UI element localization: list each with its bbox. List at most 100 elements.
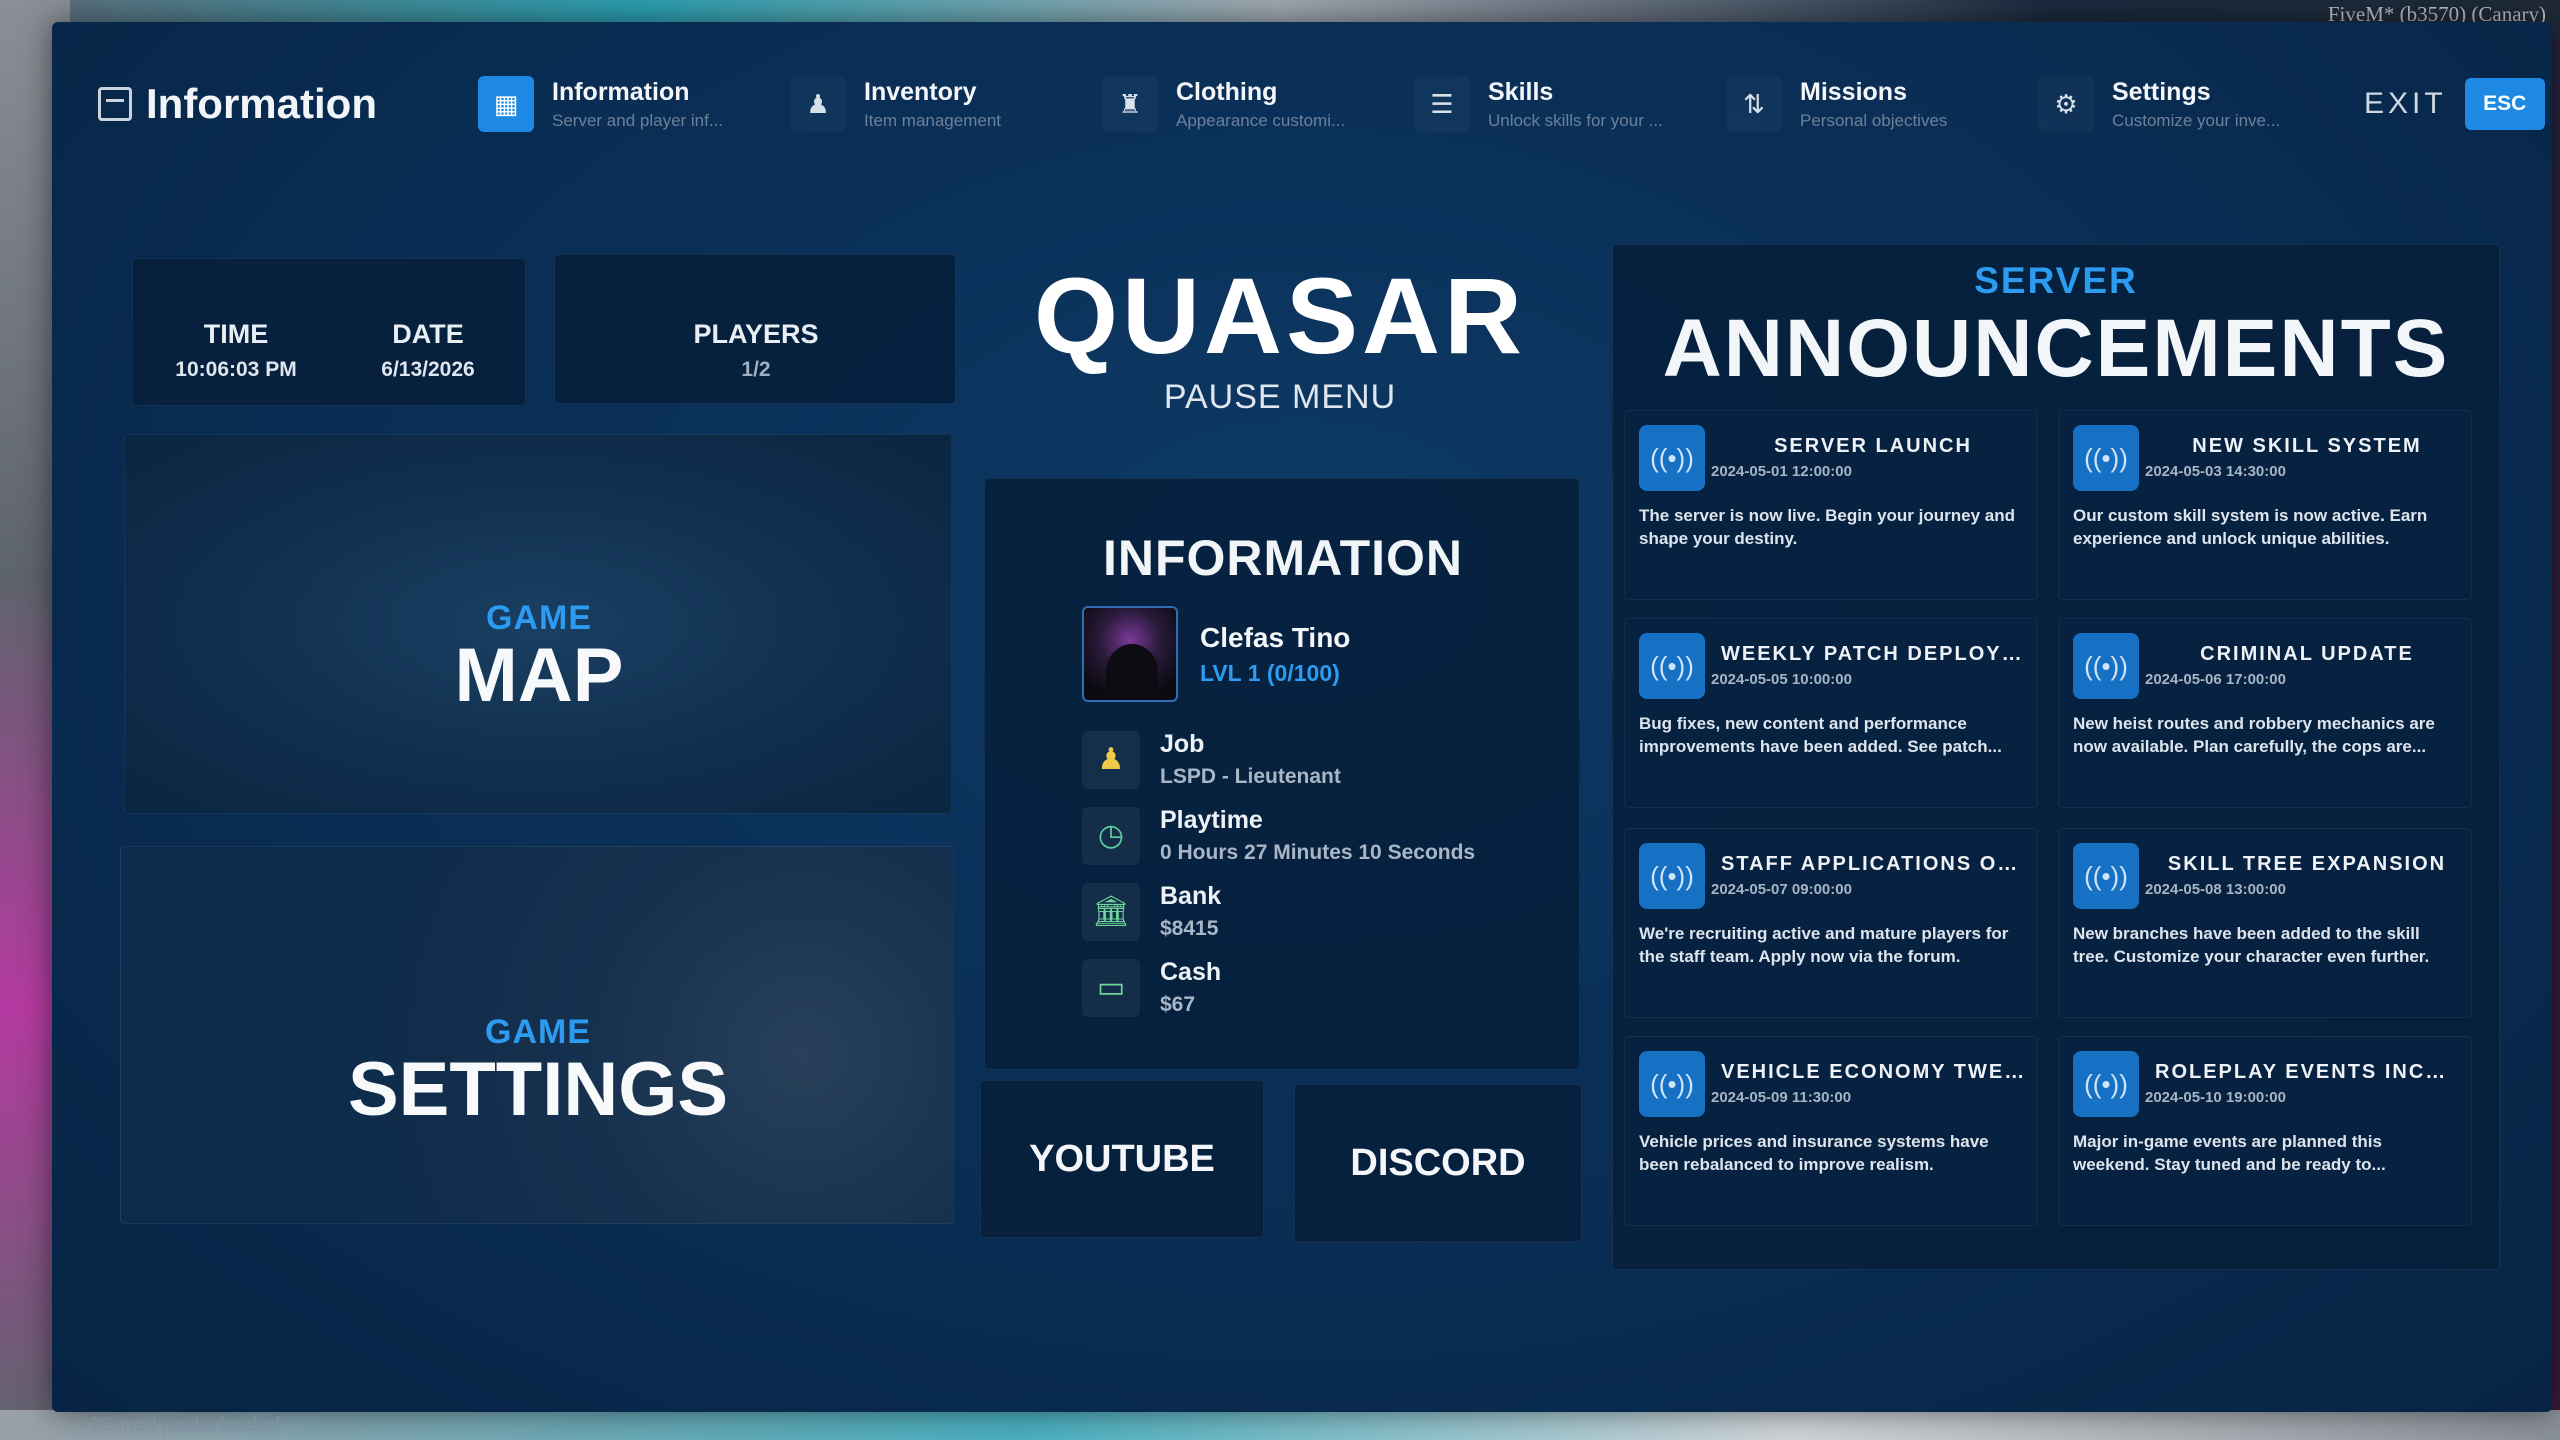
info-row-bank: 🏛 Bank $8415 bbox=[1082, 882, 1221, 941]
broadcast-icon: ((•)) bbox=[2073, 633, 2139, 699]
info-row-value: LSPD - Lieutenant bbox=[1160, 765, 1341, 788]
tab-skills[interactable]: ☰ Skills Unlock skills for your ... bbox=[1400, 64, 1712, 144]
archive-icon bbox=[98, 87, 132, 121]
information-title: INFORMATION bbox=[1102, 530, 1464, 586]
tab-subtitle: Personal objectives bbox=[1800, 110, 1948, 130]
gear-icon: ⚙ bbox=[2038, 76, 2094, 132]
broadcast-icon: ((•)) bbox=[2073, 843, 2139, 909]
esc-button[interactable]: ESC bbox=[2464, 78, 2545, 130]
tab-clothing[interactable]: ♜ Clothing Appearance customi... bbox=[1088, 64, 1400, 144]
info-row-value: $67 bbox=[1160, 993, 1196, 1016]
announcement-date: 2024-05-05 10:00:00 bbox=[1711, 671, 1852, 688]
broadcast-icon: ((•)) bbox=[1639, 425, 1705, 491]
brand-block: QUASAR PAUSE MENU bbox=[980, 262, 1580, 417]
announcements-header: SERVER ANNOUNCEMENTS bbox=[1612, 260, 2500, 390]
game-map-button[interactable]: GAME MAP bbox=[124, 434, 952, 814]
info-row-cash: ▭ Cash $67 bbox=[1082, 958, 1221, 1017]
tab-label: Settings bbox=[2112, 77, 2211, 106]
announcement-date: 2024-05-06 17:00:00 bbox=[2145, 671, 2286, 688]
announcements-title: ANNOUNCEMENTS bbox=[1662, 303, 2450, 394]
date-label: DATE bbox=[392, 319, 464, 349]
announcement-title: SERVER LAUNCH bbox=[1774, 435, 1972, 457]
announcement-date: 2024-05-03 14:30:00 bbox=[2145, 463, 2286, 480]
announcement-date: 2024-05-09 11:30:00 bbox=[1711, 1089, 1852, 1106]
brand-title: QUASAR bbox=[1033, 255, 1527, 376]
broadcast-icon: ((•)) bbox=[1639, 1051, 1705, 1117]
broadcast-icon: ((•)) bbox=[1639, 843, 1705, 909]
info-row-value: 0 Hours 27 Minutes 10 Seconds bbox=[1160, 841, 1476, 864]
broadcast-icon: ((•)) bbox=[2073, 1051, 2139, 1117]
brand-subtitle: PAUSE MENU bbox=[1163, 378, 1397, 416]
tab-label: Information bbox=[552, 77, 690, 106]
person-icon: ♟ bbox=[790, 76, 846, 132]
players-value: 1/2 bbox=[741, 358, 771, 381]
game-settings-button[interactable]: GAME SETTINGS bbox=[120, 846, 954, 1224]
announcement-title: WEEKLY PATCH DEPLOYED bbox=[1721, 643, 2025, 665]
player-name: Clefas Tino bbox=[1200, 621, 1351, 653]
top-tabs: ▦ Information Server and player inf... ♟… bbox=[464, 64, 2336, 144]
announcement-card: ((•)) WEEKLY PATCH DEPLOYED 2024-05-05 10:… bbox=[1624, 618, 2038, 808]
announcement-body: New heist routes and robbery mechanics a… bbox=[2073, 714, 2435, 756]
announcement-title: ROLEPLAY EVENTS INCOMI... bbox=[2155, 1061, 2459, 1083]
tab-inventory[interactable]: ♟ Inventory Item management bbox=[776, 64, 1088, 144]
player-level: LVL 1 (0/100) bbox=[1200, 659, 1340, 686]
wallet-icon: ▭ bbox=[1082, 958, 1140, 1017]
tab-label: Skills bbox=[1488, 77, 1554, 106]
pause-menu-panel: Information ▦ Information Server and pla… bbox=[52, 22, 2552, 1436]
page-title: Information bbox=[146, 80, 377, 127]
info-row-playtime: ◷ Playtime 0 Hours 27 Minutes 10 Seconds bbox=[1082, 806, 1475, 865]
avatar bbox=[1082, 606, 1178, 702]
map-sub-label: GAME bbox=[486, 599, 592, 637]
info-row-label: Job bbox=[1160, 730, 1205, 758]
time-label: TIME bbox=[203, 319, 269, 349]
tab-subtitle: Customize your inve... bbox=[2112, 110, 2281, 130]
bank-icon: 🏛 bbox=[1082, 882, 1140, 941]
announcement-title: CRIMINAL UPDATE bbox=[2200, 643, 2414, 665]
announcement-date: 2024-05-01 12:00:00 bbox=[1711, 463, 1852, 480]
youtube-button[interactable]: YOUTUBE bbox=[980, 1080, 1264, 1238]
clock-icon: ◷ bbox=[1082, 806, 1140, 865]
tab-label: Clothing bbox=[1176, 77, 1278, 106]
announcement-card: ((•)) ROLEPLAY EVENTS INCOMI... 2024-05-10… bbox=[2058, 1036, 2472, 1226]
route-icon: ⇅ bbox=[1726, 76, 1782, 132]
announcement-body: Major in-game events are planned this we… bbox=[2073, 1132, 2386, 1174]
announcement-body: Vehicle prices and insurance systems hav… bbox=[1639, 1132, 1989, 1174]
players-box: PLAYERS 1/2 bbox=[554, 254, 956, 404]
time-value: 10:06:03 PM bbox=[175, 358, 297, 381]
date-value: 6/13/2026 bbox=[381, 358, 475, 381]
map-icon: ▦ bbox=[478, 76, 534, 132]
shirt-icon: ♜ bbox=[1102, 76, 1158, 132]
broadcast-icon: ((•)) bbox=[1639, 633, 1705, 699]
announcement-date: 2024-05-10 19:00:00 bbox=[2145, 1089, 2286, 1106]
info-row-label: Playtime bbox=[1160, 806, 1263, 834]
tab-information[interactable]: ▦ Information Server and player inf... bbox=[464, 64, 776, 144]
tab-subtitle: Unlock skills for your ... bbox=[1488, 110, 1663, 130]
mods-loaded-status: 28 mod packs loaded bbox=[90, 1414, 281, 1436]
announcement-body: Bug fixes, new content and performance i… bbox=[1639, 714, 2002, 756]
tab-subtitle: Appearance customi... bbox=[1176, 110, 1346, 130]
tab-missions[interactable]: ⇅ Missions Personal objectives bbox=[1712, 64, 2024, 144]
announcement-body: Our custom skill system is now active. E… bbox=[2073, 506, 2428, 548]
time-date-box: TIME 10:06:03 PM DATE 6/13/2026 bbox=[132, 258, 526, 406]
player-profile: Clefas Tino LVL 1 (0/100) bbox=[1082, 606, 1350, 702]
page-header: Information bbox=[98, 80, 377, 128]
exit-control: EXIT ESC bbox=[2364, 78, 2545, 130]
announcement-title: NEW SKILL SYSTEM bbox=[2192, 435, 2422, 457]
announcements-sub: SERVER bbox=[1974, 260, 2138, 301]
announcement-title: SKILL TREE EXPANSION bbox=[2167, 853, 2447, 875]
tab-subtitle: Item management bbox=[864, 110, 1002, 130]
settings-main-label: SETTINGS bbox=[347, 1047, 729, 1132]
players-label: PLAYERS bbox=[693, 319, 819, 349]
tab-settings[interactable]: ⚙ Settings Customize your inve... bbox=[2024, 64, 2336, 144]
job-icon: ♟ bbox=[1082, 730, 1140, 789]
layers-icon: ☰ bbox=[1414, 76, 1470, 132]
announcement-body: We're recruiting active and mature playe… bbox=[1639, 924, 2009, 966]
tab-label: Missions bbox=[1800, 77, 1907, 106]
background-bottom bbox=[0, 1410, 2560, 1440]
discord-button[interactable]: DISCORD bbox=[1294, 1084, 1582, 1242]
